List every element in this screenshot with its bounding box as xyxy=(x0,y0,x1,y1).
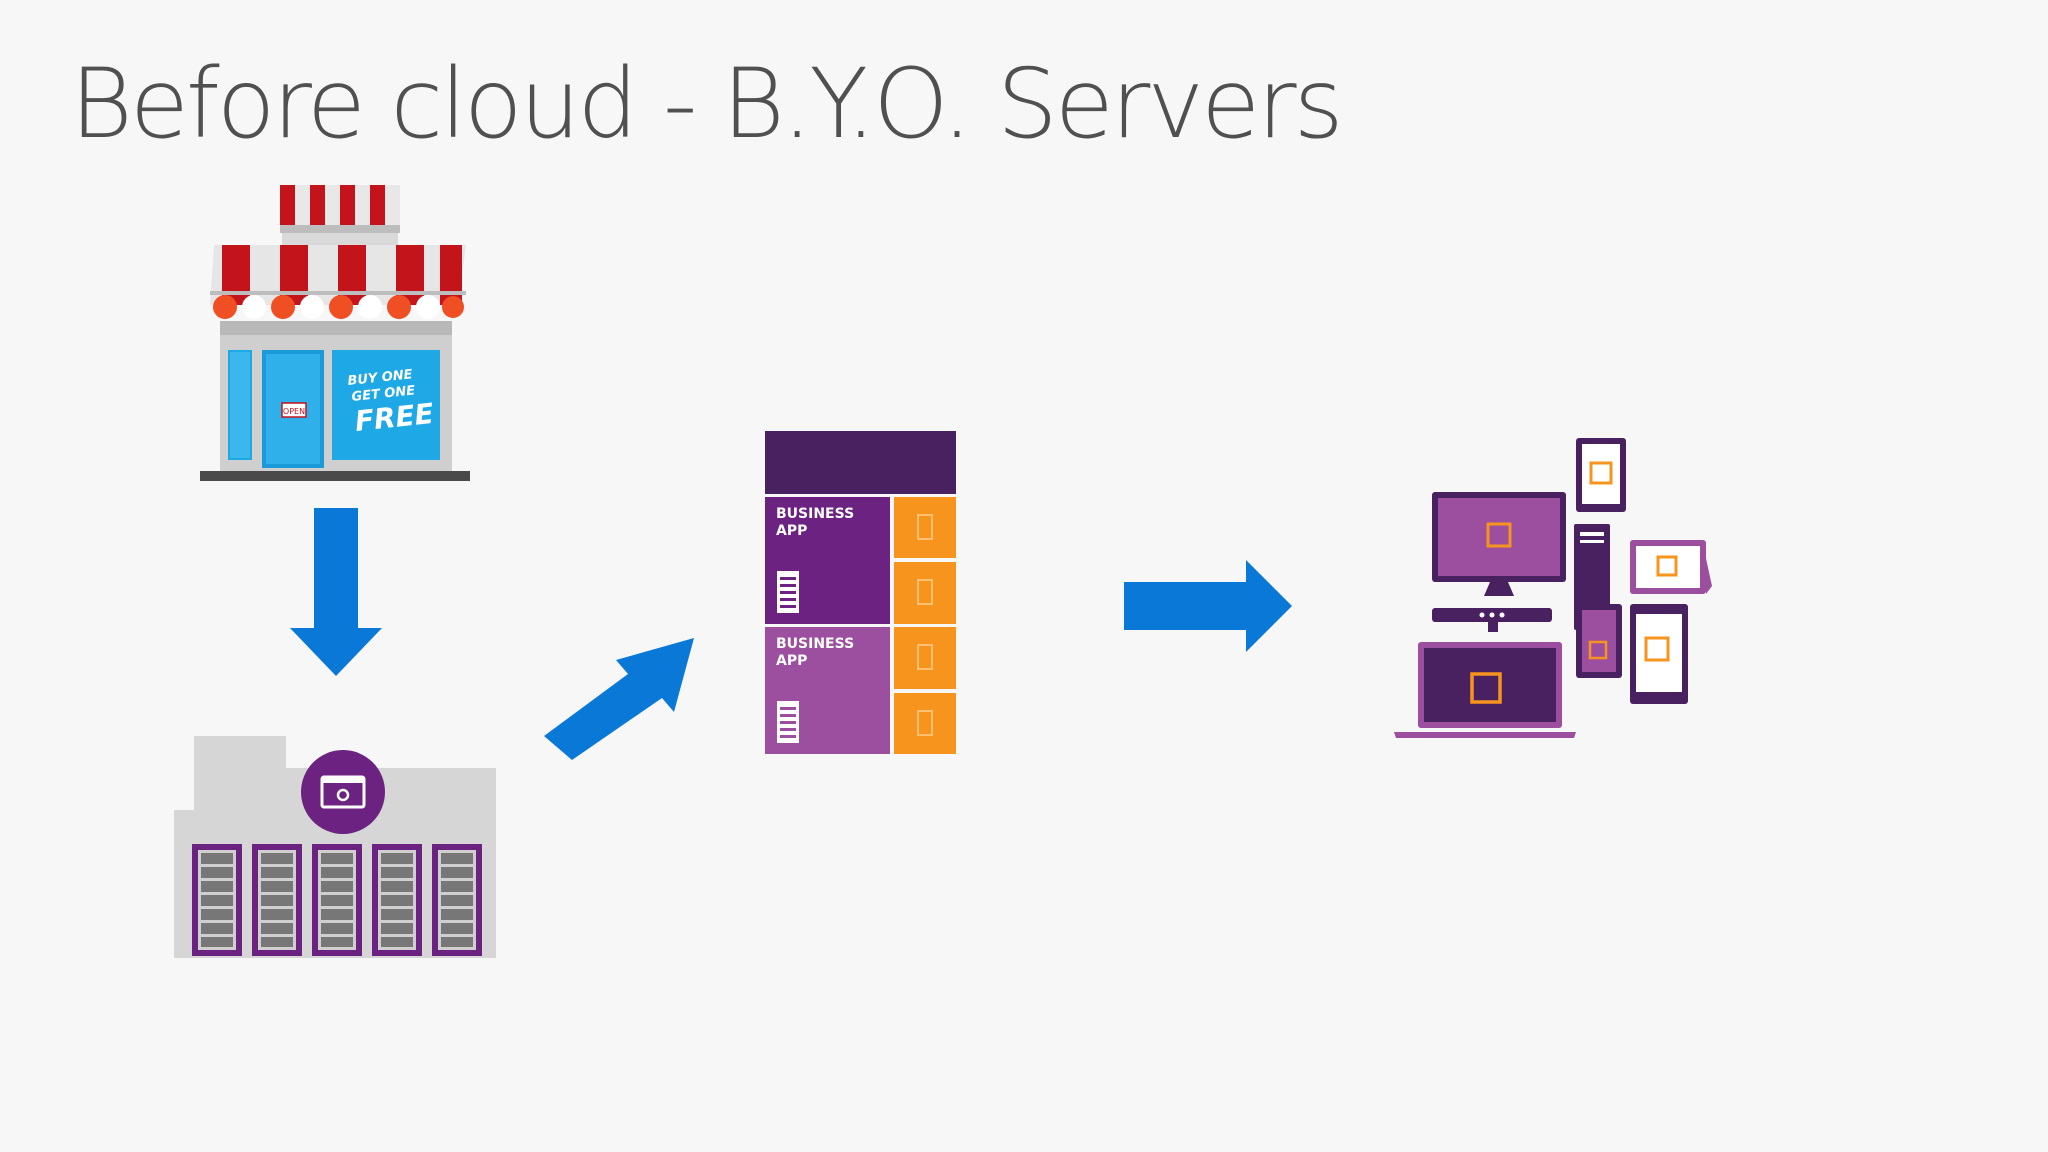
open-sign: OPEN xyxy=(283,407,305,416)
right-arrow-icon xyxy=(1124,558,1294,654)
business-app-2-line1: BUSINESS xyxy=(776,636,855,652)
storefront-icon: OPEN BUY ONE GET ONE FREE xyxy=(200,185,480,490)
devices-icon xyxy=(1390,436,1720,742)
promo-line-2: GET ONE xyxy=(351,383,416,405)
business-app-1-line2: APP xyxy=(776,523,808,539)
business-app-2-line2: APP xyxy=(776,653,808,669)
business-app-1-line1: BUSINESS xyxy=(776,506,855,522)
slide-title: Before cloud - B.Y.O. Servers xyxy=(70,48,1344,160)
down-arrow-icon xyxy=(288,508,384,678)
business-app-tiles-icon: BUSINESS APP BUSINESS APP xyxy=(765,431,957,755)
business-app-label-2: BUSINESS APP xyxy=(776,636,886,670)
diagonal-arrow-icon xyxy=(540,628,700,764)
promo-line-1: BUY ONE xyxy=(347,367,414,389)
promo-line-3: FREE xyxy=(353,397,435,438)
business-app-label-1: BUSINESS APP xyxy=(776,506,886,540)
datacenter-icon xyxy=(174,736,498,958)
